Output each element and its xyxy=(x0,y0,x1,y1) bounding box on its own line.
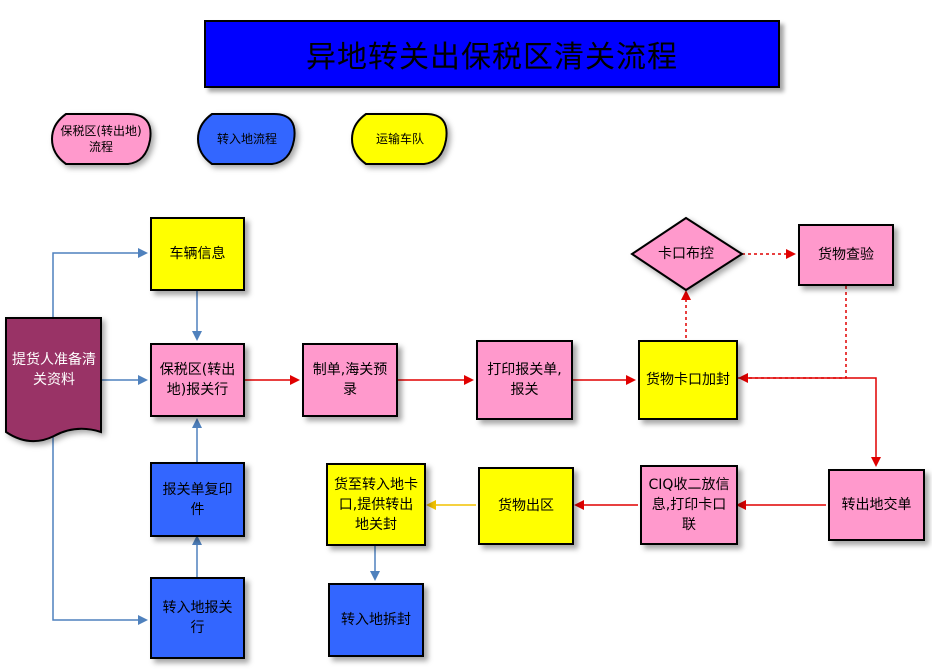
vehicle-info-node: 车辆信息 xyxy=(150,217,245,291)
page-title: 异地转关出保税区清关流程 xyxy=(204,20,780,88)
transfer-broker-node: 转入地报关行 xyxy=(150,577,245,659)
transfer-unseal-node: 转入地拆封 xyxy=(328,583,424,657)
arrow-inspection-to-seal xyxy=(738,286,847,383)
legend-transport-shape xyxy=(350,113,448,165)
checkpoint-control-diamond xyxy=(630,216,744,292)
bonded-broker-node: 保税区(转出地)报关行 xyxy=(150,343,245,417)
deliver-transfer-node: 货至转入地卡口,提供转出地关封 xyxy=(326,463,426,546)
doc-prep-label: 提货人准备清关资料 xyxy=(12,352,96,388)
doc-shape xyxy=(5,317,102,443)
legend-transfer-shape xyxy=(196,113,296,165)
declaration-copy-node: 报关单复印件 xyxy=(150,462,245,537)
prep-entry-node: 制单,海关预录 xyxy=(302,343,398,417)
arrow-main-to-origin-submit xyxy=(738,377,881,467)
checkpoint-seal-node: 货物卡口加封 xyxy=(638,340,738,420)
legend-transfer-label: 转入地流程 xyxy=(216,132,277,146)
goods-exit-node: 货物出区 xyxy=(478,467,574,545)
print-declare-node: 打印报关单,报关 xyxy=(476,340,573,420)
origin-submit-node: 转出地交单 xyxy=(828,469,925,541)
legend-transport-label: 运输车队 xyxy=(375,132,424,146)
inspection-node: 货物查验 xyxy=(798,224,894,286)
legend-bonded-shape xyxy=(50,113,152,165)
ciq-release-node: CIQ收二放信息,打印卡口联 xyxy=(640,465,738,545)
arrow-doc-to-transfer-broker xyxy=(52,432,148,625)
legend-bonded-label: 保税区(转出地)流程 xyxy=(60,124,142,154)
checkpoint-control-label: 卡口布控 xyxy=(658,246,714,262)
arrow-doc-to-vehicle xyxy=(52,248,148,318)
